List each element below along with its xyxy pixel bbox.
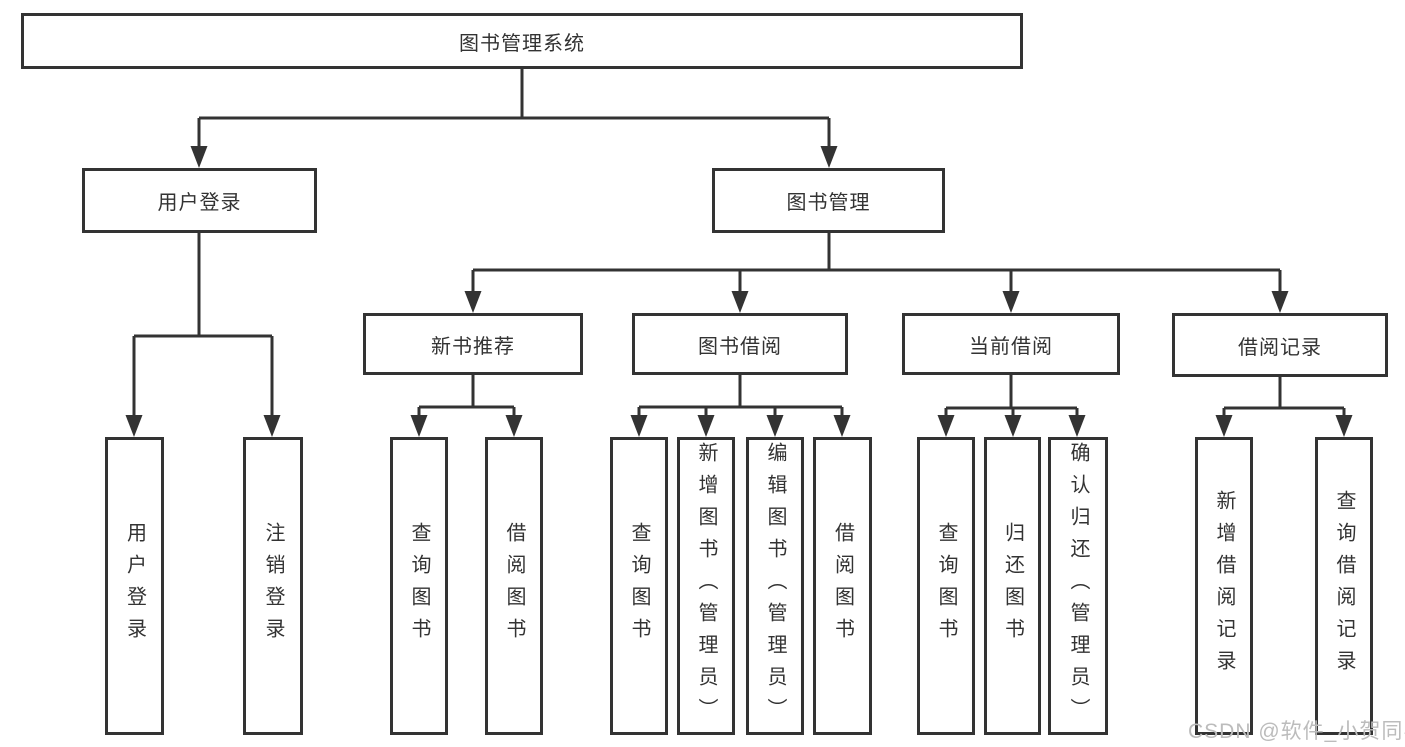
- connector-root-to-level2: [190, 69, 838, 168]
- leaf-add-borrow-record: 新增借阅记录: [1195, 437, 1253, 735]
- leaf-query-books-recommend: 查询图书: [390, 437, 448, 735]
- leaf-query-books-borrowing: 查询图书: [610, 437, 668, 735]
- leaf-label: 新增借阅记录: [1213, 490, 1235, 682]
- leaf-edit-book-admin: 编辑图书（管理员）: [746, 437, 804, 735]
- leaf-query-books-current: 查询图书: [917, 437, 975, 735]
- leaf-label: 借阅图书: [831, 522, 854, 650]
- node-root-system: 图书管理系统: [21, 13, 1023, 69]
- leaf-return-book: 归还图书: [984, 437, 1041, 735]
- leaf-label: 查询借阅记录: [1333, 490, 1355, 682]
- connector-book-borrowing-children: [630, 375, 851, 437]
- leaf-label: 用户登录: [123, 522, 146, 650]
- connector-book-management-children: [464, 233, 1289, 313]
- leaf-label: 查询图书: [935, 522, 957, 650]
- node-book-management: 图书管理: [712, 168, 945, 233]
- connector-new-book-children: [410, 375, 523, 437]
- node-borrowing-records: 借阅记录: [1172, 313, 1388, 377]
- leaf-label: 编辑图书（管理员）: [764, 442, 786, 730]
- node-current-borrowing: 当前借阅: [902, 313, 1120, 375]
- leaf-label: 查询图书: [408, 522, 430, 650]
- leaf-user-login: 用户登录: [105, 437, 164, 735]
- leaf-label: 注销登录: [262, 522, 284, 650]
- leaf-borrow-books-recommend: 借阅图书: [485, 437, 543, 735]
- node-user-login: 用户登录: [82, 168, 317, 233]
- leaf-label: 确认归还（管理员）: [1067, 442, 1089, 730]
- node-book-borrowing: 图书借阅: [632, 313, 848, 375]
- leaf-logout: 注销登录: [243, 437, 303, 735]
- connector-user-login-children: [125, 233, 281, 437]
- leaf-label: 借阅图书: [503, 522, 525, 650]
- leaf-confirm-return-admin: 确认归还（管理员）: [1048, 437, 1108, 735]
- leaf-label: 新增图书（管理员）: [695, 442, 717, 730]
- leaf-label: 查询图书: [628, 522, 650, 650]
- leaf-add-book-admin: 新增图书（管理员）: [677, 437, 735, 735]
- connector-borrow-records-children: [1215, 377, 1353, 437]
- leaf-query-borrow-record: 查询借阅记录: [1315, 437, 1373, 735]
- connector-current-borrowing-children: [937, 375, 1086, 437]
- leaf-borrow-books-borrowing: 借阅图书: [813, 437, 872, 735]
- csdn-watermark: CSDN @软件_小贺同学: [1188, 720, 1405, 743]
- leaf-label: 归还图书: [1001, 522, 1024, 650]
- node-new-book-recommendation: 新书推荐: [363, 313, 583, 375]
